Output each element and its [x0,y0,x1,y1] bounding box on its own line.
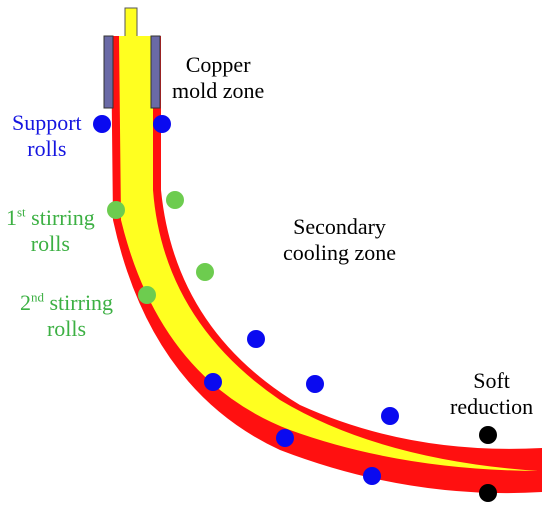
second-stirring-roll [138,286,156,304]
support-roll [153,115,171,133]
first-ordinal-suffix: st [17,204,26,220]
support-roll [276,429,294,447]
first-stirring-roll [166,191,184,209]
support-rolls-label-line1: Support [12,110,82,135]
support-roll [306,375,324,393]
support-roll [204,373,222,391]
second-stirring-rolls-label-line2: rolls [46,316,87,341]
strand-liquid-core [119,36,538,471]
soft-reduction-roll [479,484,497,502]
support-rolls-label-line2: rolls [27,136,67,161]
copper-mold-right-plate [150,35,161,109]
support-roll [247,330,265,348]
soft-reduction-roll [479,426,497,444]
support-roll [93,115,111,133]
soft-reduction-label-line2: reduction [450,394,534,419]
copper-mold-label-line1: Copper [185,52,251,77]
copper-mold-label-line2: mold zone [172,78,265,103]
second-stirring-word: stirring [44,290,114,315]
first-stirring-rolls-label-line1: 1st stirring [6,205,95,231]
support-roll [363,467,381,485]
second-ordinal-number: 2 [20,290,31,315]
support-rolls-label: Support rolls [12,110,82,162]
secondary-cooling-label-line1: Secondary [293,214,386,239]
copper-mold-label: Copper mold zone [172,52,264,104]
second-stirring-roll [196,263,214,281]
soft-reduction-label: Soft reduction [450,368,533,420]
soft-reduction-label-line1: Soft [473,368,510,393]
first-stirring-roll [107,201,125,219]
nozzle-stub [124,7,138,39]
first-stirring-rolls-label-line2: rolls [30,231,70,256]
first-stirring-rolls-label: 1st stirring rolls [6,205,95,257]
secondary-cooling-label-line2: cooling zone [283,240,397,265]
copper-mold-left-plate [103,35,114,109]
support-roll [381,407,399,425]
second-ordinal-suffix: nd [31,289,44,305]
secondary-cooling-label: Secondary cooling zone [283,214,396,266]
first-stirring-word: stirring [25,205,95,230]
second-stirring-rolls-label: 2nd stirring rolls [20,290,113,342]
second-stirring-rolls-label-line1: 2nd stirring [20,290,113,316]
first-ordinal-number: 1 [6,205,17,230]
